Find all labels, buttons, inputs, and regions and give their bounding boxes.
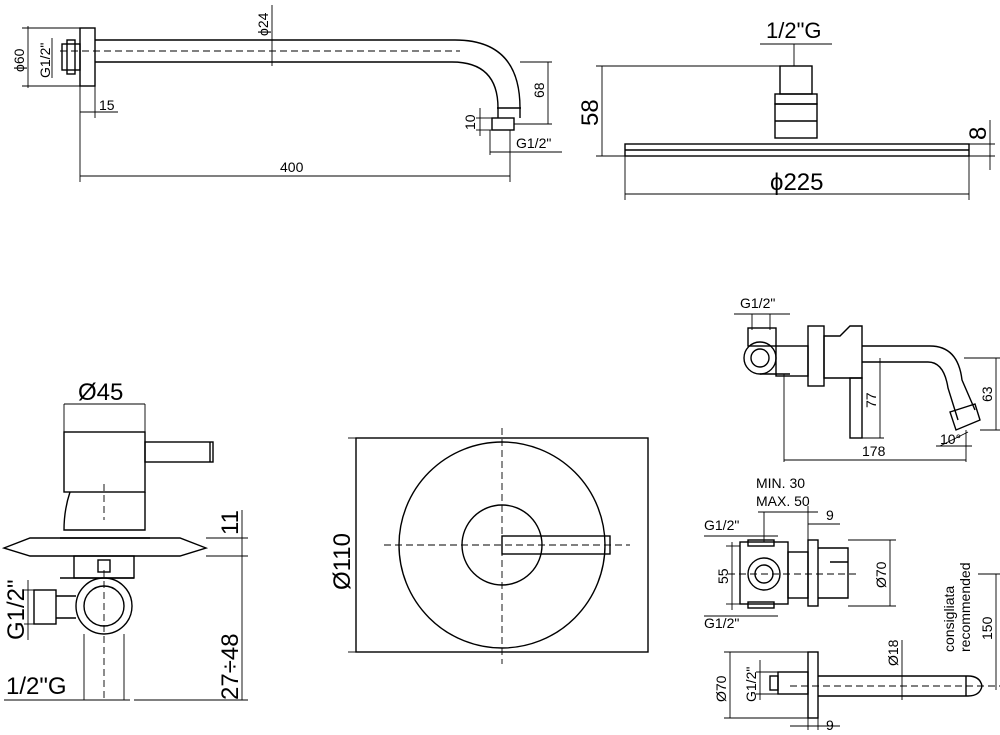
dim-plate-diameter: Ø110 — [329, 533, 356, 590]
spout-side-view: G1/2" 77 63 10° 178 — [734, 295, 1000, 462]
dim-arm-length: 400 — [280, 159, 304, 175]
dim-spout-top-70: Ø70 — [713, 675, 729, 702]
thread-spout-body-bottom: G1/2" — [704, 615, 739, 631]
dim-spout-plate-9: 9 — [826, 507, 834, 523]
dim-wall-depth: 27÷48 — [217, 633, 244, 700]
dim-spout-body-55: 55 — [715, 568, 731, 584]
thread-mixer-bottom: 1/2"G — [6, 673, 67, 700]
mixer-front-view: Ø110 — [329, 428, 649, 664]
dim-body-diameter: Ø45 — [78, 379, 123, 406]
dim-plate-thickness: 8 — [965, 127, 992, 140]
thread-mixer-side: G1/2" — [3, 579, 30, 640]
recommended-it: consigliata — [941, 586, 957, 652]
dim-recommended-150: 150 — [979, 616, 995, 640]
dim-flange-diameter: ϕ60 — [11, 48, 27, 72]
thread-head-top: 1/2"G — [766, 18, 822, 43]
dim-spout-height-77: 77 — [863, 392, 879, 408]
dim-max-depth: MAX. 50 — [756, 493, 810, 509]
shower-arm-view: ϕ24 ϕ60 G1/2" 15 68 10 G1/2" 400 — [11, 5, 562, 182]
dim-spout-top-9: 9 — [826, 717, 834, 733]
dim-spout-top-18: Ø18 — [885, 639, 901, 666]
dim-outlet-height: 10 — [462, 114, 478, 130]
shower-head-view: 1/2"G 58 8 ϕ225 — [577, 18, 995, 200]
dim-spout-height-63: 63 — [979, 386, 995, 402]
dim-spout-body-70: Ø70 — [873, 561, 889, 588]
dim-flange-thickness: 15 — [99, 97, 115, 113]
spout-top-view: Ø70 G1/2" Ø18 9 — [713, 639, 1000, 733]
mixer-side-view: Ø45 11 27÷48 G1/2" — [1, 379, 248, 701]
dim-plate-thickness-11: 11 — [217, 510, 244, 535]
thread-spout-body-top: G1/2" — [704, 517, 739, 533]
thread-spout-side: G1/2" — [740, 295, 775, 311]
thread-arm-outlet: G1/2" — [516, 135, 551, 151]
recommended-en: recommended — [957, 563, 973, 653]
dim-head-diameter: ϕ225 — [770, 169, 823, 196]
thread-arm-left: G1/2" — [37, 43, 53, 78]
dim-min-depth: MIN. 30 — [756, 475, 805, 491]
dim-spout-angle: 10° — [940, 431, 961, 447]
dim-head-total-height: 58 — [577, 99, 604, 126]
spout-body-view: MIN. 30 MAX. 50 G1/2" 9 55 Ø70 G1/2" — [704, 475, 1000, 690]
dim-spout-length: 178 — [862, 443, 886, 459]
dim-drop-height: 68 — [531, 82, 547, 98]
thread-spout-top: G1/2" — [743, 667, 759, 702]
dim-pipe-diameter: ϕ24 — [255, 12, 271, 36]
